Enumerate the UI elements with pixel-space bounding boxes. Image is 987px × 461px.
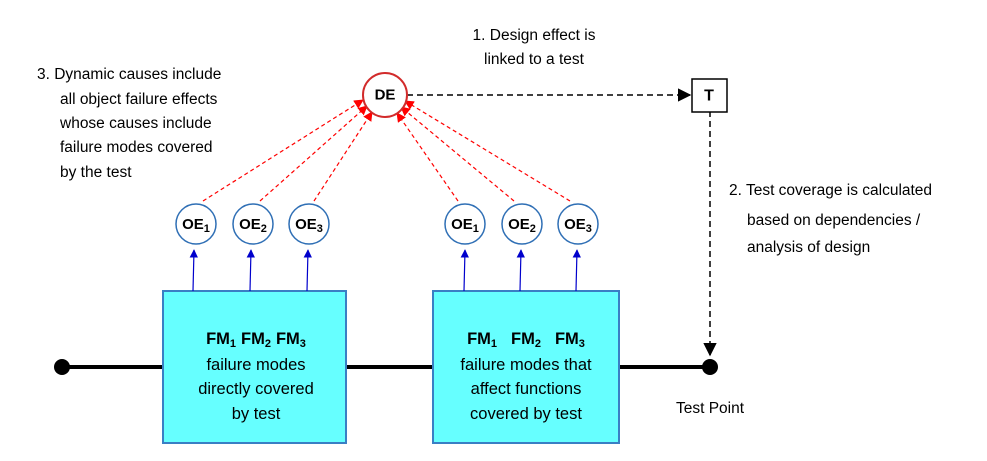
note-2-line-3: analysis of design xyxy=(747,239,870,256)
red-dashed-arrows xyxy=(202,99,571,202)
oe-label-left-1: OE1 xyxy=(182,216,210,235)
blue-arrow-right-3 xyxy=(572,249,582,292)
left-oe-group: OE1 OE2 OE3 xyxy=(175,203,330,245)
note-3-line-1: 3. Dynamic causes include xyxy=(37,66,221,83)
note-1: 1. Design effect is linked to a test xyxy=(473,27,596,68)
note-3: 3. Dynamic causes include all object fai… xyxy=(37,66,221,181)
left-failure-mode-box xyxy=(162,290,347,444)
note-1-line-1: 1. Design effect is xyxy=(473,27,596,44)
oe-node-left-3 xyxy=(288,203,330,245)
note-3-line-4: failure modes covered xyxy=(60,139,213,156)
right-box-line-2: affect functions xyxy=(471,380,582,398)
red-arrow-right-1 xyxy=(396,112,459,202)
red-arrow-left-2 xyxy=(259,105,368,202)
oe-label-left-2: OE2 xyxy=(239,216,267,235)
right-oe-group: OE1 OE2 OE3 xyxy=(444,203,599,245)
test-point-dot xyxy=(702,359,718,375)
red-arrow-right-3 xyxy=(404,100,571,202)
design-effect-label: DE xyxy=(375,87,396,104)
red-arrow-left-1 xyxy=(202,99,364,202)
left-endpoint xyxy=(54,359,70,375)
test-point-label: Test Point xyxy=(676,400,745,417)
red-arrow-right-2 xyxy=(400,106,515,202)
oe-label-right-1: OE1 xyxy=(451,216,479,235)
oe-label-right-2: OE2 xyxy=(508,216,536,235)
oe-node-left-1 xyxy=(175,203,217,245)
oe-node-right-3 xyxy=(557,203,599,245)
note-3-line-5: by the test xyxy=(60,164,132,181)
blue-arrow-left-3 xyxy=(303,249,313,292)
blue-arrow-right-1 xyxy=(460,249,470,292)
left-box-line-1: failure modes xyxy=(206,356,305,374)
oe-node-right-1 xyxy=(444,203,486,245)
note-2-line-1: 2. Test coverage is calculated xyxy=(729,182,932,199)
right-box-line-1: failure modes that xyxy=(460,356,592,374)
right-failure-mode-box xyxy=(432,290,620,444)
note-3-line-2: all object failure effects xyxy=(60,91,218,108)
test-node xyxy=(691,78,728,113)
note-2: 2. Test coverage is calculated based on … xyxy=(729,182,932,256)
note-1-line-2: linked to a test xyxy=(484,51,585,68)
oe-label-left-3: OE3 xyxy=(295,216,323,235)
oe-node-right-2 xyxy=(501,203,543,245)
blue-arrow-left-1 xyxy=(189,249,199,292)
blue-arrow-left-2 xyxy=(246,249,256,292)
left-box-line-2: directly covered xyxy=(198,380,314,398)
blue-arrows xyxy=(189,249,582,292)
right-box-line-3: covered by test xyxy=(470,405,582,423)
oe-node-left-2 xyxy=(232,203,274,245)
note-3-line-3: whose causes include xyxy=(59,115,212,132)
blue-arrow-right-2 xyxy=(516,249,526,292)
oe-label-right-3: OE3 xyxy=(564,216,592,235)
design-effect-node xyxy=(362,72,408,118)
left-box-line-3: by test xyxy=(232,405,281,423)
test-node-label: T xyxy=(704,88,714,105)
note-2-line-2: based on dependencies / xyxy=(747,212,921,229)
red-arrow-left-3 xyxy=(313,111,373,202)
